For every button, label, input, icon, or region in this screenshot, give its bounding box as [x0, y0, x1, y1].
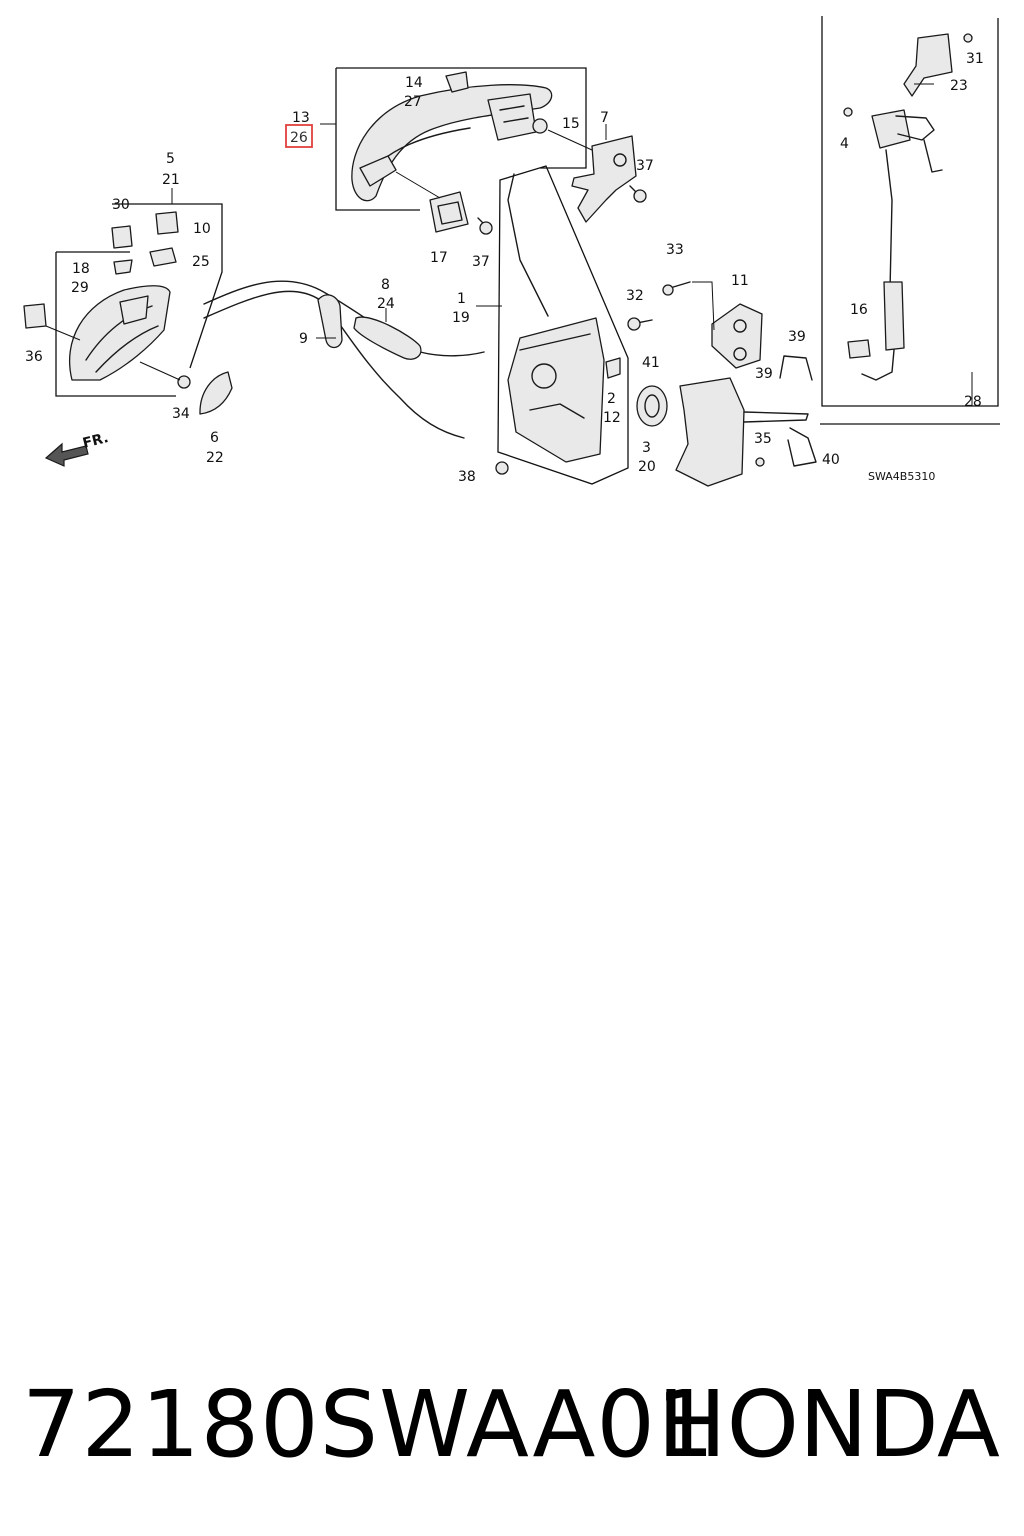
key-cylinder [871, 109, 943, 173]
handle-gasket-17 [429, 191, 469, 233]
callout-10: 10 [193, 221, 211, 237]
callout-35: 35 [754, 431, 772, 447]
callout-34: 34 [172, 406, 190, 422]
latch-group-frame [497, 165, 629, 485]
callout-12: 12 [603, 410, 621, 426]
bolt-37a [477, 217, 493, 235]
callout-2: 2 [607, 391, 616, 407]
inner-door-handle [68, 285, 171, 381]
callout-16: 16 [850, 302, 868, 318]
callout-6: 6 [210, 430, 219, 446]
callout-17: 17 [430, 250, 448, 266]
callout-4: 4 [840, 136, 849, 152]
callout-3: 3 [642, 440, 651, 456]
outer-door-handle [351, 84, 553, 202]
clip-10 [155, 211, 179, 235]
callout-25: 25 [192, 254, 210, 270]
callout-19: 19 [452, 310, 470, 326]
handle-bracket-14 [445, 71, 469, 93]
clip-2 [605, 357, 621, 379]
outer-handle-group-frame [335, 67, 587, 211]
callout-labels: 14 27 13 26 15 7 37 17 37 5 21 30 10 25 … [25, 51, 984, 485]
callout-14: 14 [405, 75, 423, 91]
clip-18 [113, 259, 133, 275]
callout-38: 38 [458, 469, 476, 485]
direction-label: FR. [81, 430, 110, 452]
callout-28: 28 [964, 394, 982, 410]
callout-27: 27 [404, 94, 422, 110]
callout-40: 40 [822, 452, 840, 468]
callout-21: 21 [162, 172, 180, 188]
callout-9: 9 [299, 331, 308, 347]
callout-8: 8 [381, 277, 390, 293]
seal-40 [787, 427, 817, 467]
protector-bracket-7 [571, 135, 637, 223]
bolt-37b [629, 185, 647, 203]
callout-leaders [171, 83, 973, 406]
brand-name: HONDA [657, 1371, 1000, 1478]
callout-39b: 39 [755, 366, 773, 382]
switch-16 [847, 339, 871, 359]
callout-20: 20 [638, 459, 656, 475]
callout-41: 41 [642, 355, 660, 371]
callout-33: 33 [666, 242, 684, 258]
callout-5: 5 [166, 151, 175, 167]
clip-36 [23, 303, 47, 329]
bolt-34 [177, 375, 191, 389]
footer: 72180SWAA01 HONDA [0, 1360, 1024, 1490]
callout-7: 7 [600, 110, 609, 126]
callout-18: 18 [72, 261, 90, 277]
inner-handle-group-frame [55, 203, 223, 397]
seal-39b [743, 411, 809, 423]
callout-26-highlighted: 26 [290, 130, 308, 146]
handle-cap-15 [532, 118, 548, 134]
callout-11: 11 [731, 273, 749, 289]
callout-29: 29 [71, 280, 89, 296]
seal-39a [779, 355, 813, 381]
cables [203, 280, 485, 439]
cover-6 [199, 371, 233, 415]
cylinder-rod-28 [861, 149, 905, 381]
clip-25 [149, 247, 177, 267]
highlight-box [285, 124, 313, 148]
parts-diagram: FR. 14 27 13 26 15 7 37 17 37 5 21 30 10… [23, 16, 1000, 487]
bolt-32 [627, 317, 653, 331]
cylinder-bracket-23 [903, 33, 953, 97]
callout-37a: 37 [636, 158, 654, 174]
callout-15: 15 [562, 116, 580, 132]
clip-30 [111, 225, 133, 249]
cylinder-group-frame [820, 16, 1000, 425]
diagram-ref-code: SWA4B5310 [868, 470, 935, 483]
callout-13: 13 [292, 110, 310, 126]
callout-23: 23 [950, 78, 968, 94]
callout-30: 30 [112, 197, 130, 213]
screw-33 [662, 281, 691, 296]
screw-35 [755, 457, 765, 467]
callout-37b: 37 [472, 254, 490, 270]
bolt-38 [495, 461, 509, 475]
callout-1: 1 [457, 291, 466, 307]
callout-31: 31 [966, 51, 984, 67]
door-latch-assembly [507, 173, 605, 463]
latch-cover-3 [675, 377, 745, 487]
callout-24: 24 [377, 296, 395, 312]
screw-4 [843, 107, 853, 117]
callout-22: 22 [206, 450, 224, 466]
striker-11 [711, 303, 763, 369]
seal-41 [636, 385, 668, 427]
part-number: 72180SWAA01 [22, 1371, 716, 1478]
callout-32: 32 [626, 288, 644, 304]
callout-39a: 39 [788, 329, 806, 345]
callout-36: 36 [25, 349, 43, 365]
front-direction-arrow: FR. [44, 430, 110, 467]
screw-31 [963, 33, 973, 43]
